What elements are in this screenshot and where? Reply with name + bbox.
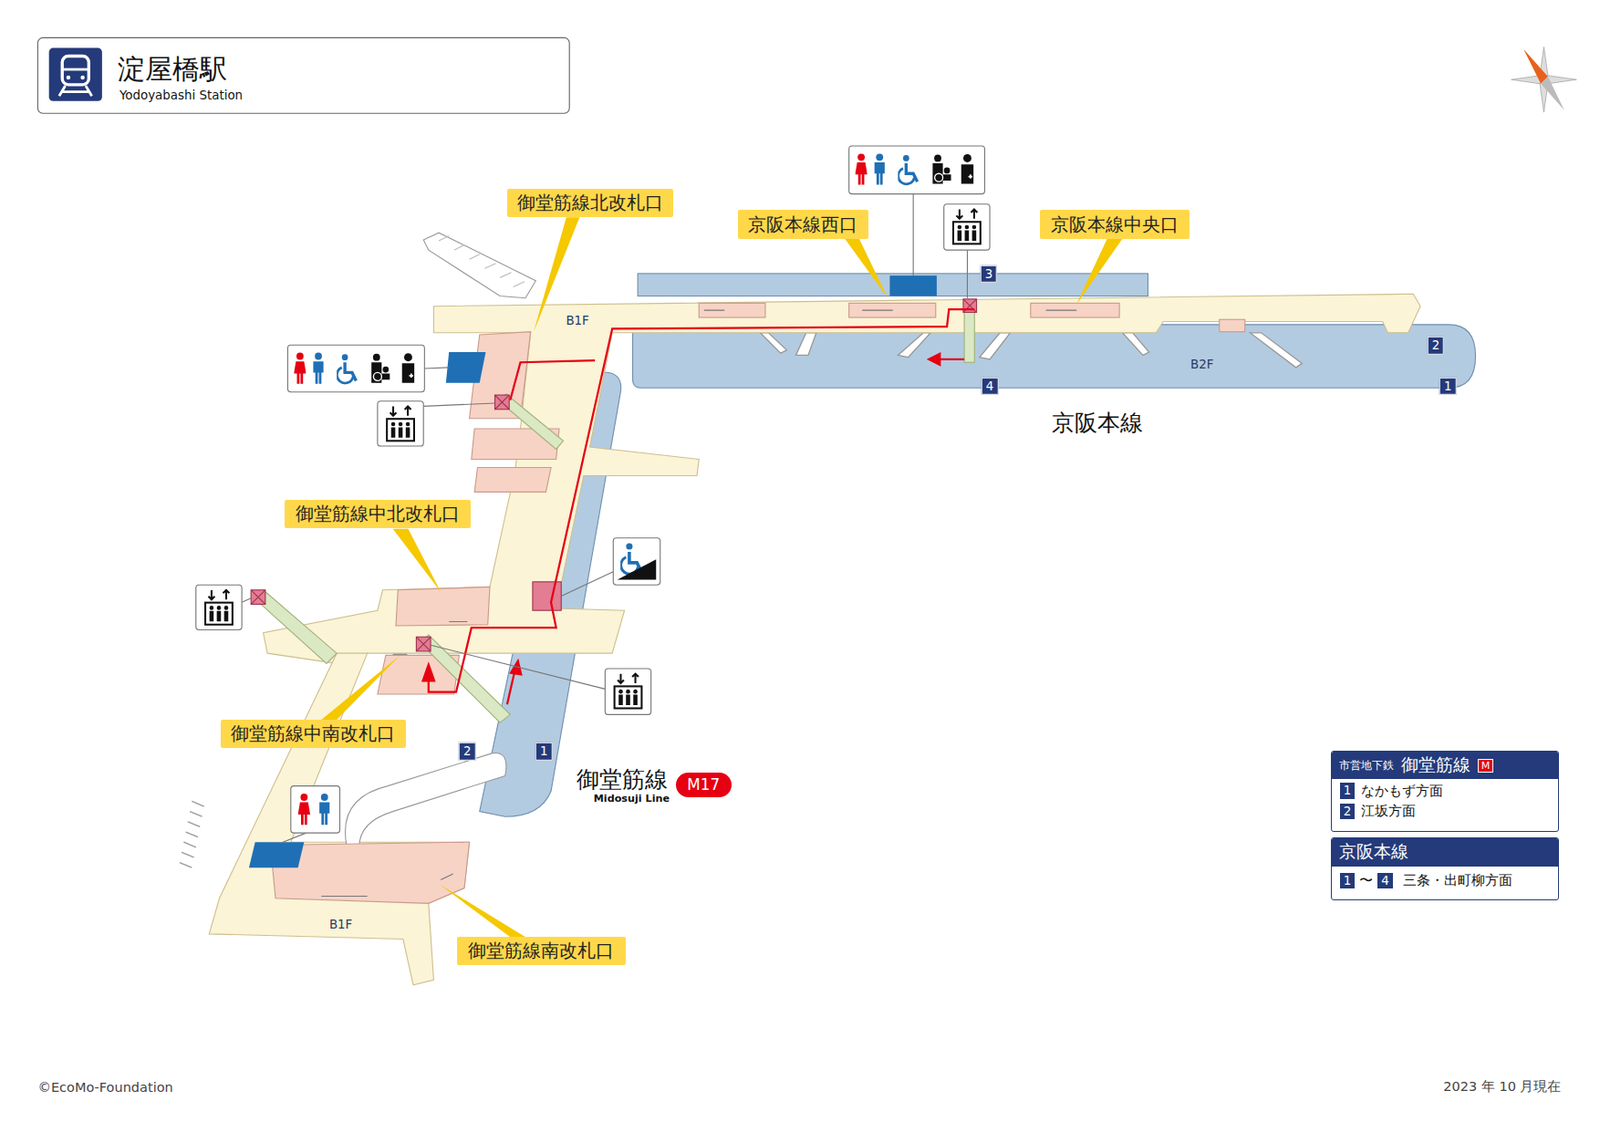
- panel-row: 1〜4 三条・出町柳方面: [1331, 866, 1559, 894]
- label-holder: 2023 年 10 月現在: [1443, 1077, 1561, 1096]
- map-label: 京阪本線: [1051, 409, 1143, 437]
- direction: なかもず方面: [1361, 782, 1444, 800]
- floor-label: B1F: [565, 313, 589, 328]
- operator-name: 市営地下鉄: [1339, 758, 1394, 774]
- footer-note: ©EcoMo-Foundation: [37, 1080, 173, 1095]
- label-holder: 4: [981, 376, 999, 395]
- map-label: 御堂筋線: [576, 765, 668, 792]
- label-holder: B2F: [1190, 354, 1214, 373]
- track-number: 2: [1339, 802, 1357, 821]
- line-subtitle: Midosuji Line: [593, 791, 670, 804]
- track-number: 1: [1439, 377, 1457, 395]
- badge-text: M17: [686, 775, 720, 794]
- track-number: 4: [981, 377, 999, 395]
- label-holder: Midosuji Line: [593, 787, 670, 805]
- track-number: 3: [980, 265, 998, 283]
- callout-text: 御堂筋線中北改札口: [295, 501, 460, 527]
- map-label: Yodoyabashi Station: [119, 87, 243, 102]
- floor-label: B2F: [1190, 357, 1214, 372]
- track-number: 1: [1339, 781, 1357, 800]
- panel-header: 市営地下鉄御堂筋線 M: [1331, 751, 1559, 780]
- panel-row: 2江坂方面: [1331, 800, 1559, 823]
- line-mark: M: [1477, 758, 1495, 773]
- label-holder: 2: [1427, 335, 1445, 354]
- track-number: 2: [458, 742, 477, 760]
- callout-text: 京阪本線西口: [748, 212, 858, 238]
- floor-label: B1F: [329, 917, 353, 932]
- line-panel: 市営地下鉄御堂筋線M1なかもず方面2江坂方面: [1330, 750, 1560, 832]
- panel-row: 1なかもず方面: [1331, 779, 1559, 800]
- direction: 三条・出町柳方面: [1402, 872, 1513, 890]
- label-holder: B1F: [565, 311, 589, 329]
- callout-text: 御堂筋線南改札口: [467, 938, 614, 964]
- label-holder: ©EcoMo-Foundation: [37, 1078, 173, 1096]
- callout-text: 京阪本線中央口: [1050, 212, 1179, 238]
- title-holder: 淀屋橋駅: [117, 51, 228, 89]
- label-holder: 京阪本線: [1051, 407, 1143, 438]
- label-holder: 1: [1439, 376, 1457, 395]
- label-holder: 御堂筋線: [576, 763, 668, 794]
- label-holder: 3: [980, 264, 998, 283]
- gate-callout: 京阪本線西口: [737, 209, 869, 239]
- footer-note: 2023 年 10 月現在: [1443, 1079, 1561, 1094]
- track-number: 1: [535, 742, 553, 760]
- range-sign: 〜: [1359, 872, 1373, 890]
- station-title: 淀屋橋駅: [117, 52, 228, 85]
- gate-callout: 御堂筋線南改札口: [457, 936, 626, 966]
- line-name: 京阪本線: [1339, 840, 1409, 864]
- line-name: 御堂筋線: [1401, 753, 1471, 778]
- label-holder: B1F: [329, 914, 353, 933]
- callout-text: 御堂筋線北改札口: [517, 190, 664, 216]
- track-number: 4: [1376, 872, 1394, 890]
- callout-text: 御堂筋線中南改札口: [230, 721, 395, 747]
- gate-callout: 御堂筋線北改札口: [507, 188, 674, 218]
- line-badge: M17: [675, 772, 733, 798]
- gate-callout: 御堂筋線中南改札口: [220, 719, 407, 749]
- gate-callout: 京阪本線中央口: [1039, 209, 1190, 239]
- label-holder: 1: [535, 741, 553, 760]
- gate-callout: 御堂筋線中北改札口: [284, 499, 471, 529]
- panel-header: 京阪本線: [1331, 838, 1559, 866]
- line-panel: 京阪本線 1〜4 三条・出町柳方面: [1330, 837, 1560, 900]
- direction: 江坂方面: [1361, 802, 1416, 821]
- label-holder: Yodoyabashi Station: [119, 84, 243, 103]
- track-number: 1: [1339, 872, 1357, 890]
- label-holder: 2: [458, 741, 477, 760]
- track-number: 2: [1427, 336, 1445, 354]
